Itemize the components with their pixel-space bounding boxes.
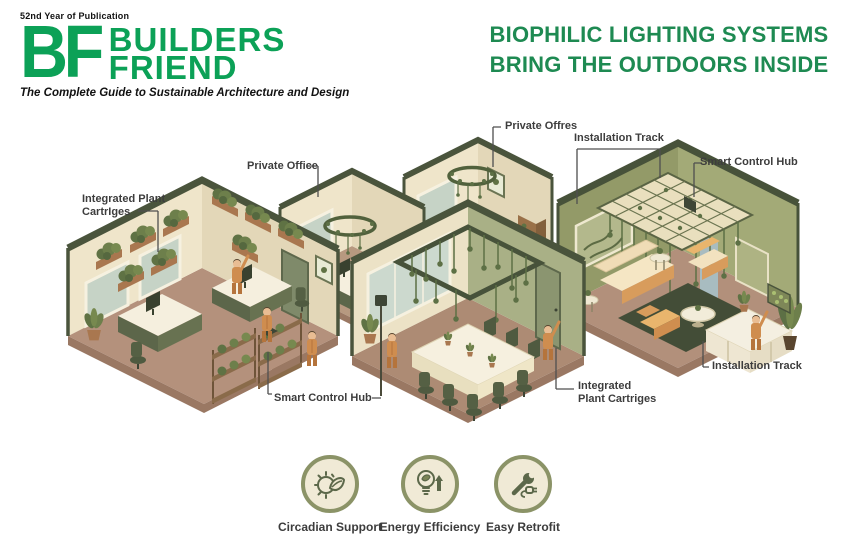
- wrench-plug-icon: [494, 455, 552, 513]
- logo-name: BUILDERS FRIEND: [108, 21, 286, 86]
- callout-smart-hub-bottom: Smart Control Hub: [274, 392, 372, 404]
- callout-smart-hub-top: Smart Control Hub: [700, 156, 798, 168]
- armchair: [686, 237, 728, 280]
- feature-energy-efficiency: Energy Efficiency: [370, 455, 490, 534]
- coffee-table: [680, 305, 716, 328]
- callout-plant-cartridges-top: Integrated Plant CartrIges: [82, 193, 166, 219]
- armchair: [636, 305, 680, 340]
- smart-control-hub-device: [684, 196, 696, 213]
- callout-private-office-top: Private Offres: [505, 120, 578, 132]
- hanging-installation-track: [392, 224, 546, 323]
- masthead: 52nd Year of Publication BF BUILDERS FRI…: [20, 11, 349, 99]
- bulb-leaf-arrow-icon: [401, 455, 459, 513]
- room-open-office: [66, 176, 340, 413]
- logo: BF BUILDERS FRIEND: [20, 10, 349, 93]
- callout-installation-track-top: Installation Track: [574, 132, 664, 144]
- callout-private-office-left: Private Office: [247, 160, 318, 172]
- issue-note: 52nd Year of Publication: [20, 11, 130, 21]
- callout-plant-cartridges-bottom: Integrated Plant Cartriges: [578, 380, 657, 406]
- feature-label: Circadian Support: [277, 520, 382, 534]
- room-lounge: [556, 139, 803, 377]
- feature-easy-retrofit: Easy Retrofit: [463, 455, 583, 534]
- logo-initials: BF: [20, 10, 104, 93]
- feature-label: Easy Retrofit: [485, 520, 561, 534]
- callout-leader-lines: [138, 126, 709, 399]
- logo-name-line1: BUILDERS: [108, 21, 286, 58]
- headline-line2: BRING THE OUTDOORS INSIDE: [489, 52, 829, 77]
- logo-name-line2: FRIEND: [108, 49, 238, 86]
- cover-headline: BIOPHILIC LIGHTING SYSTEMS BRING THE OUT…: [478, 20, 840, 80]
- smart-control-hub-device: [375, 295, 387, 306]
- vine-ring: [323, 215, 377, 255]
- conference-table: [410, 323, 536, 400]
- feature-label: Energy Efficiency: [379, 520, 481, 534]
- sun-leaf-icon: [301, 455, 359, 513]
- room-conference: [350, 199, 586, 423]
- headline-line1: BIOPHILIC LIGHTING SYSTEMS: [489, 22, 829, 47]
- plant-rack: [212, 328, 256, 404]
- callout-installation-track-bottom: Installation Track: [712, 360, 802, 372]
- credenza: [704, 308, 794, 373]
- feature-circadian-support: Circadian Support: [270, 455, 390, 534]
- tagline: The Complete Guide to Sustainable Archit…: [20, 87, 350, 99]
